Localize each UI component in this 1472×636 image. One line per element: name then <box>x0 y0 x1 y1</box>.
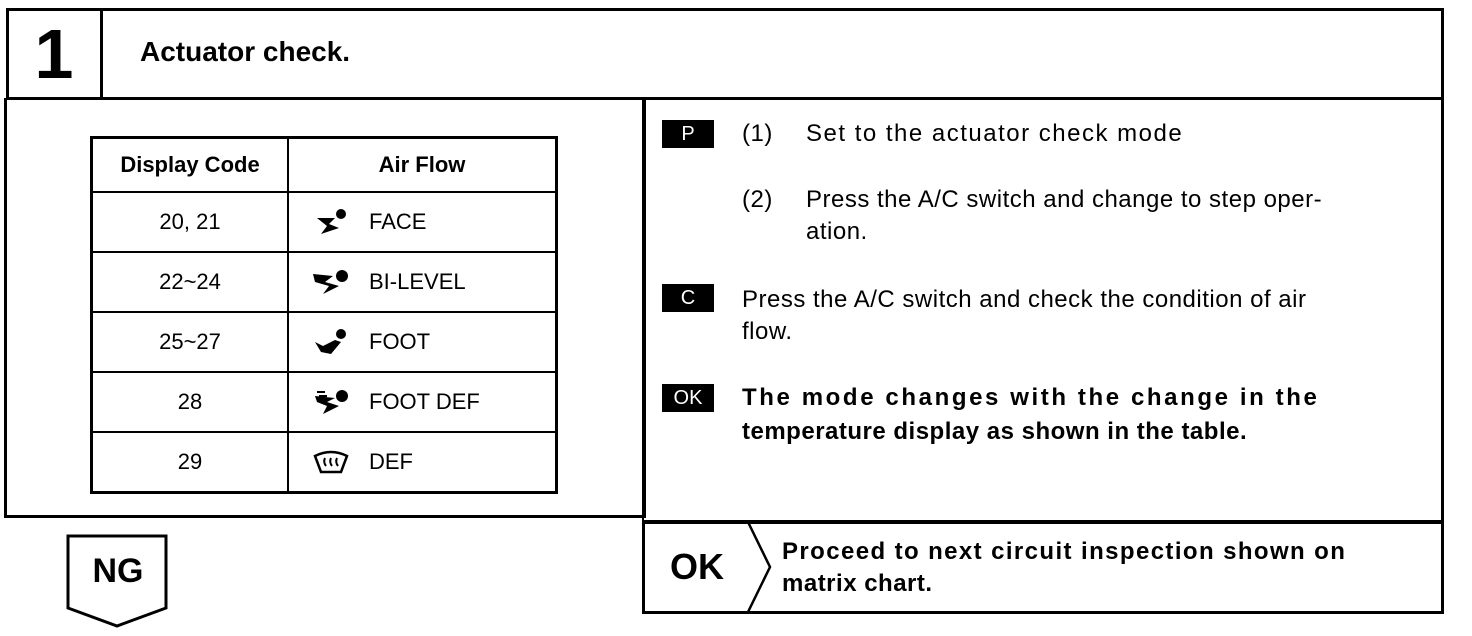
procedure-tag-p: P <box>662 120 714 148</box>
face-vent-icon <box>317 209 346 234</box>
air-flow-label: FACE <box>369 209 427 234</box>
ok-result-line1: Proceed to next circuit inspection shown… <box>782 538 1347 565</box>
ok-arrow-divider <box>746 522 772 612</box>
display-code-cell: 22~24 <box>90 251 289 313</box>
ok-result-label: OK <box>670 546 724 587</box>
check-line1: Press the A/C switch and check the condi… <box>742 286 1307 313</box>
column-header-air-flow: Air Flow <box>287 136 558 193</box>
step1-text: Set to the actuator check mode <box>806 120 1184 147</box>
table-row: 25~27 FOOT <box>90 311 558 373</box>
ok-result-box <box>642 520 1444 614</box>
defrost-icon <box>313 450 349 474</box>
air-flow-label: FOOT <box>369 329 431 354</box>
display-code-cell: 25~27 <box>90 311 289 373</box>
air-flow-cell: DEF <box>287 431 558 494</box>
air-flow-cell: FACE <box>287 191 558 253</box>
air-flow-table: Display Code Air Flow 20, 21 FACE 22~24 … <box>90 136 558 494</box>
step2-line2: ation. <box>806 218 868 245</box>
table-row: 28 FOOT DEF <box>90 371 558 433</box>
air-flow-label: DEF <box>369 449 413 474</box>
ok-result-line2: matrix chart. <box>782 570 933 597</box>
step-divider <box>100 8 103 100</box>
ok-condition-line2: temperature display as shown in the tabl… <box>742 418 1248 445</box>
ok-condition-line1: The mode changes with the change in the <box>742 384 1320 411</box>
step1-number: (1) <box>742 120 773 147</box>
display-code-cell: 29 <box>90 431 289 494</box>
ng-badge-outline <box>66 534 168 628</box>
air-flow-cell: FOOT <box>287 311 558 373</box>
step-number: 1 <box>34 15 74 93</box>
ng-result-label: NG <box>92 552 144 590</box>
air-flow-label: BI-LEVEL <box>369 269 466 294</box>
display-code-cell: 28 <box>90 371 289 433</box>
check-line2: flow. <box>742 318 793 345</box>
header-box <box>6 8 1444 100</box>
procedure-tag-ok: OK <box>662 384 714 412</box>
step2-line1: Press the A/C switch and change to step … <box>806 186 1323 213</box>
table-row: 20, 21 FACE <box>90 191 558 253</box>
bi-level-vent-icon <box>313 270 348 294</box>
table-row: 22~24 BI-LEVEL <box>90 251 558 313</box>
table-row: 29 DEF <box>90 431 558 494</box>
table-header-row: Display Code Air Flow <box>90 136 558 193</box>
foot-vent-icon <box>315 329 346 354</box>
column-header-display-code: Display Code <box>90 136 289 193</box>
air-flow-cell: BI-LEVEL <box>287 251 558 313</box>
display-code-cell: 20, 21 <box>90 191 289 253</box>
air-flow-cell: FOOT DEF <box>287 371 558 433</box>
step-title: Actuator check. <box>140 36 351 67</box>
step2-number: (2) <box>742 186 773 213</box>
procedure-tag-c: C <box>662 284 714 312</box>
air-flow-label: FOOT DEF <box>369 389 480 414</box>
left-panel <box>4 98 646 518</box>
foot-def-vent-icon <box>315 390 348 414</box>
